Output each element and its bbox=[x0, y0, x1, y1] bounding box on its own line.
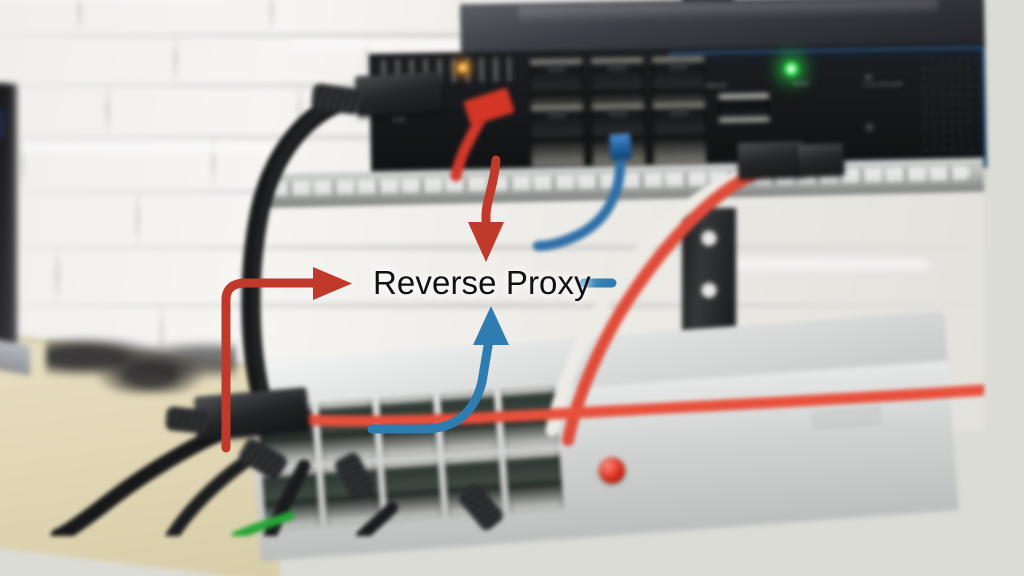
laptop-screen-glow bbox=[0, 110, 4, 138]
arrow-inbound-left bbox=[221, 267, 352, 453]
annotation-label-reverse-proxy: Reverse Proxy bbox=[373, 264, 591, 301]
cable-clutter bbox=[46, 332, 236, 394]
arrow-inbound-top bbox=[468, 155, 504, 262]
arrow-outbound-bottom bbox=[367, 306, 509, 434]
